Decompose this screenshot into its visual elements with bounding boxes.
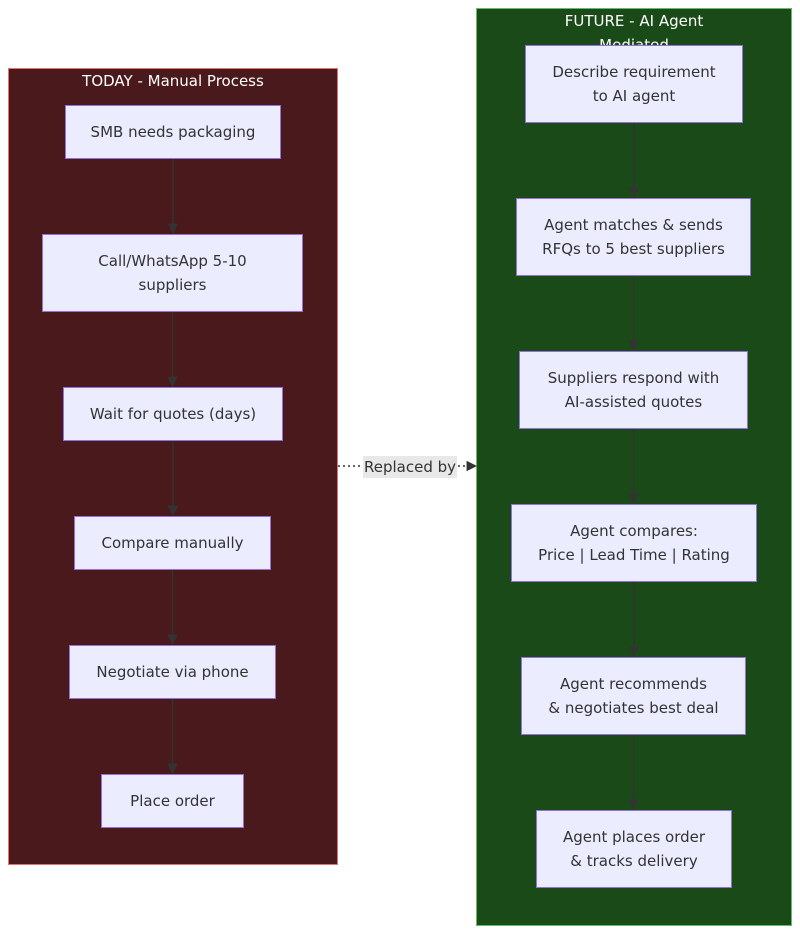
future-cluster-title: FUTURE - AI Agent Mediated: [477, 9, 791, 45]
node-label-line: Wait for quotes (days): [89, 405, 257, 423]
node-label: Call/WhatsApp 5-10 suppliers: [98, 249, 246, 297]
replaced-by-label: Replaced by: [363, 456, 458, 478]
node-label-line: Place order: [130, 792, 215, 810]
node-label-line: Call/WhatsApp 5-10: [98, 252, 247, 270]
node-label-line: to AI agent: [592, 87, 676, 105]
node-label: Agent places order & tracks delivery: [563, 825, 705, 873]
future-title-line: FUTURE - AI Agent: [564, 12, 704, 30]
today-step[interactable]: SMB needs packaging: [65, 105, 281, 159]
node-label: Agent recommends & negotiates best deal: [548, 672, 718, 720]
node-label-line: Describe requirement: [552, 63, 716, 81]
node-label: Agent compares: Price | Lead Time | Ratin…: [538, 519, 730, 567]
future-step[interactable]: Agent recommends & negotiates best deal: [521, 657, 746, 735]
node-label-line: & negotiates best deal: [548, 699, 719, 717]
node-label-line: SMB needs packaging: [90, 123, 256, 141]
future-step[interactable]: Agent compares: Price | Lead Time | Ratin…: [511, 504, 757, 582]
today-step[interactable]: Place order: [101, 774, 244, 828]
future-step[interactable]: Describe requirement to AI agent: [525, 45, 743, 123]
today-step[interactable]: Call/WhatsApp 5-10 suppliers: [42, 234, 303, 312]
today-step[interactable]: Wait for quotes (days): [63, 387, 283, 441]
node-label: Place order: [130, 789, 215, 813]
node-label-line: Agent compares:: [570, 522, 698, 540]
node-label-line: Agent places order: [562, 828, 706, 846]
node-label: Wait for quotes (days): [90, 402, 256, 426]
today-cluster-title: TODAY - Manual Process: [82, 72, 264, 90]
today-step[interactable]: Compare manually: [74, 516, 271, 570]
node-label: SMB needs packaging: [91, 120, 256, 144]
node-label-line: Negotiate via phone: [96, 663, 249, 681]
node-label: Compare manually: [101, 531, 243, 555]
today-step[interactable]: Negotiate via phone: [69, 645, 276, 699]
future-title-line: Mediated: [599, 36, 669, 45]
node-label-line: suppliers: [138, 276, 207, 294]
node-label-line: Price | Lead Time | Rating: [538, 546, 730, 564]
node-label-line: & tracks delivery: [570, 852, 698, 870]
node-label: Negotiate via phone: [96, 660, 248, 684]
node-label-line: Agent recommends: [560, 675, 707, 693]
future-step[interactable]: Agent places order & tracks delivery: [536, 810, 732, 888]
node-label-line: Agent matches & sends: [544, 216, 723, 234]
node-label-line: RFQs to 5 best suppliers: [542, 240, 725, 258]
node-label-line: Suppliers respond with: [547, 369, 720, 387]
node-label: Describe requirement to AI agent: [552, 60, 715, 108]
node-label-line: Compare manually: [101, 534, 244, 552]
node-label-line: AI-assisted quotes: [564, 393, 703, 411]
